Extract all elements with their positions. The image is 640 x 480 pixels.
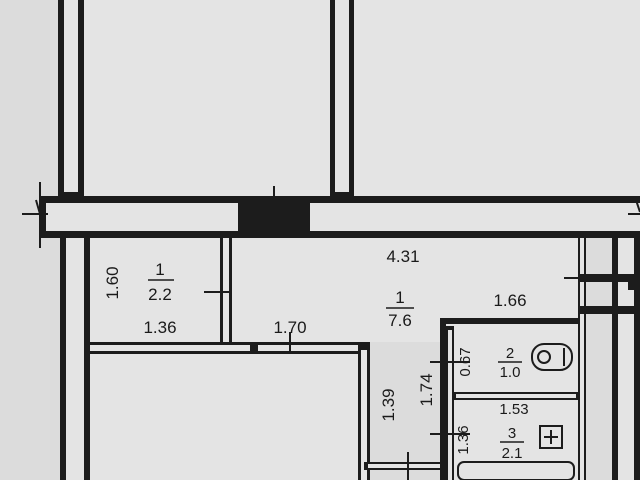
dim-right-width: 1.66: [493, 291, 526, 310]
dim-top-width: 4.31: [386, 247, 419, 266]
dim-room6-height: 1.60: [103, 266, 122, 299]
dim-wet-height: 1.74: [417, 373, 436, 406]
room-6-area: 2.2: [148, 285, 172, 304]
dim-hall-depth: 1.39: [379, 388, 398, 421]
dim-room3-width: 1.53: [499, 401, 528, 418]
dim-room3-depth: 1.36: [455, 425, 472, 454]
lower-left-room: [90, 354, 358, 480]
room-3-area: 2.1: [502, 445, 523, 462]
room-6-number: 1: [155, 260, 164, 279]
partition-lower: [358, 342, 444, 480]
right-wall: [564, 238, 640, 480]
room-2-number: 2: [506, 345, 514, 362]
room-2-area: 1.0: [500, 364, 521, 381]
bath-icon: [457, 461, 575, 480]
dim-room6-width: 1.36: [143, 318, 176, 337]
dim-hall-width: 1.70: [273, 318, 306, 337]
room-3-number: 3: [508, 425, 516, 442]
left-outer-wall: [60, 238, 90, 480]
room-6: [90, 238, 220, 342]
room-1-number: 1: [395, 288, 404, 307]
upper-walls: [58, 0, 640, 198]
room-1-area: 7.6: [388, 311, 412, 330]
drain-icon: [539, 425, 563, 449]
wet-block: [430, 318, 580, 480]
toilet-icon: [531, 343, 573, 371]
dim-room2-depth: 0.67: [457, 347, 474, 376]
main-horizontal-wall: [22, 182, 640, 248]
